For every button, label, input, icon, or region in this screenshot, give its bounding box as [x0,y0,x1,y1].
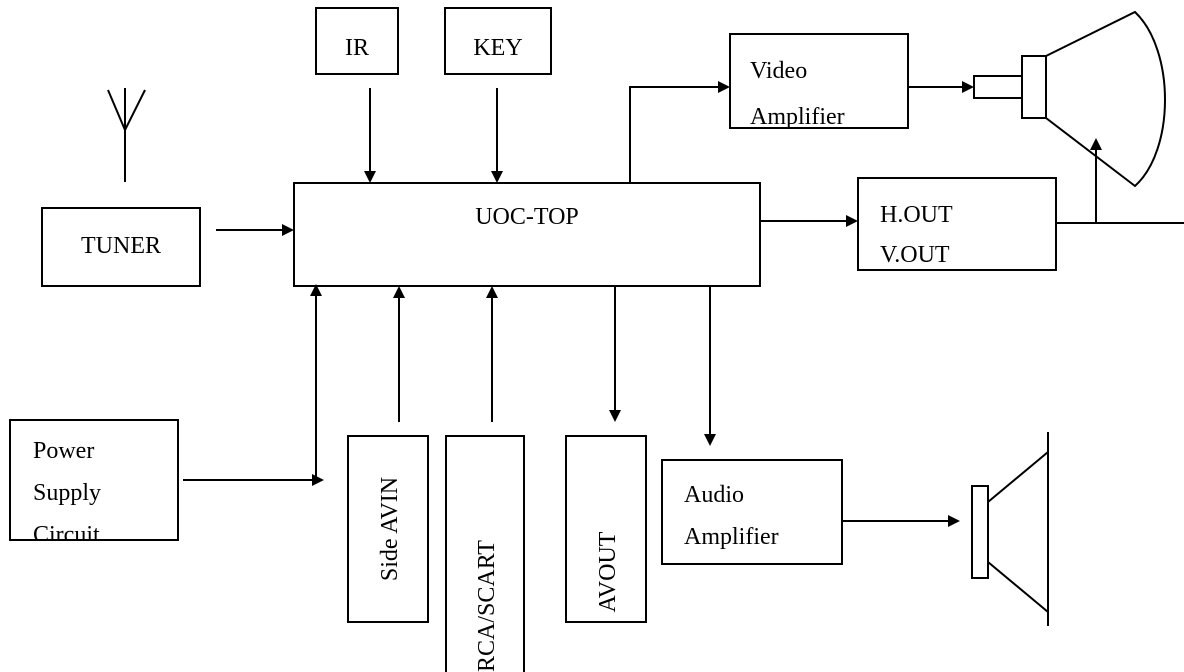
rca-scart-block: RCA/SCART [445,435,525,672]
connectors [183,81,1184,527]
uoc-to-video-amp-arrow [629,81,730,183]
video-amplifier-line2: Amplifier [750,104,845,130]
avout-block: AVOUT [565,435,647,623]
uoc-top-label: UOC-TOP [475,204,579,230]
power-supply-block: Power Supply Circuit [9,419,179,548]
side-avin-block: Side AVIN [347,435,429,623]
v-out-label: V.OUT [880,242,950,268]
antenna-icon [107,88,146,182]
power-supply-line1: Power [33,438,94,464]
avout-label: AVOUT [595,531,621,612]
side-avin-label: Side AVIN [377,477,403,581]
speaker-icon [971,432,1049,626]
tuner-block: TUNER [41,207,201,287]
tuner-label: TUNER [81,233,161,259]
ir-block: IR [315,7,399,75]
crt-tube-icon [973,10,1166,188]
power-supply-line2: Supply [33,480,101,506]
audio-amplifier-block: Audio Amplifier [661,459,843,565]
ir-label: IR [345,35,369,61]
uoc-top-block: UOC-TOP [293,182,761,287]
video-amplifier-line1: Video [750,58,807,84]
video-amplifier-block: Video Amplifier [729,33,909,130]
key-block: KEY [444,7,552,75]
power-to-uoc-arrow [183,284,322,481]
h-out-label: H.OUT [880,202,953,228]
rca-scart-label: RCA/SCART [474,540,500,672]
key-label: KEY [473,35,522,61]
audio-amplifier-line1: Audio [684,482,744,508]
hv-out-block: H.OUT V.OUT [857,177,1057,271]
audio-amplifier-line2: Amplifier [684,524,779,550]
power-supply-line3: Circuit [33,522,100,548]
